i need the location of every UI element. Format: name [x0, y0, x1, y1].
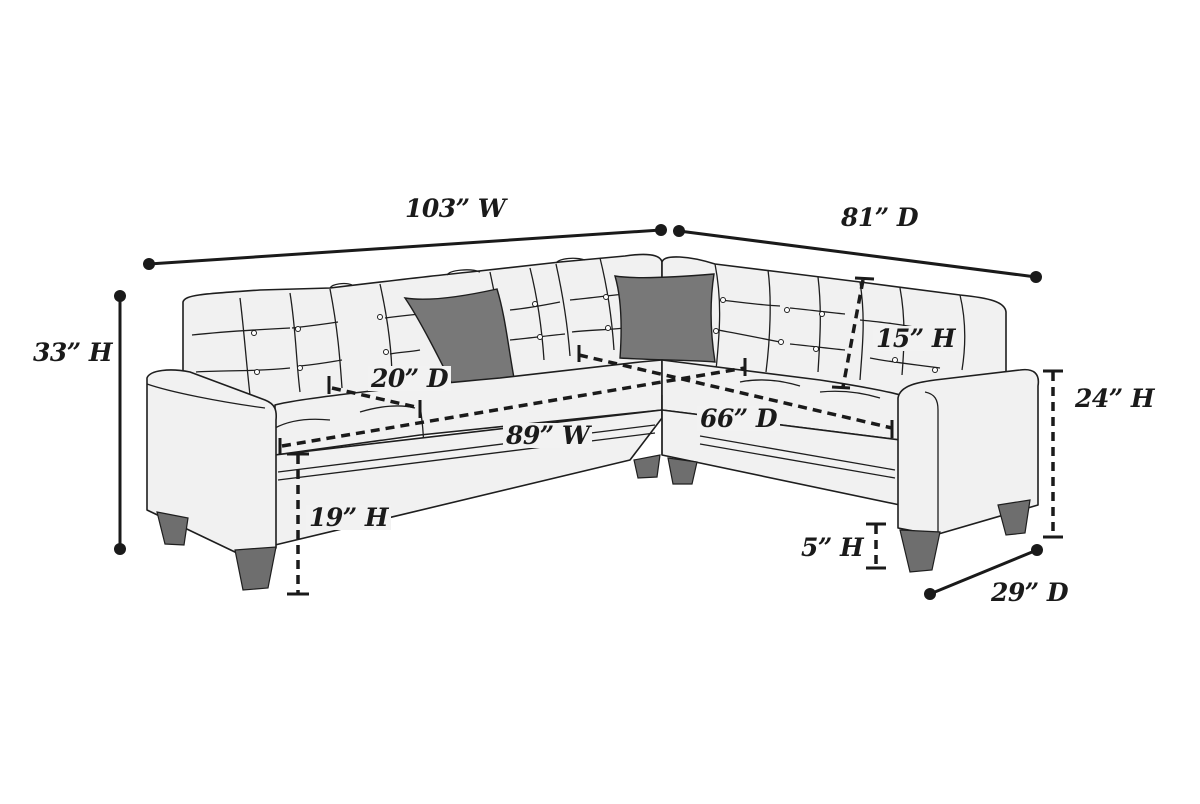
dimension-lines: [114, 224, 1043, 600]
back-height-label: 15” H: [873, 326, 958, 351]
arm-depth-label: 29” D: [988, 580, 1072, 605]
right-arm: [897, 368, 1040, 536]
sofa-legs: [156, 454, 1031, 591]
leg-height-label: 5” H: [798, 535, 867, 560]
overall-depth-label: 81” D: [838, 205, 922, 230]
right-backrest: [661, 256, 1007, 396]
leg-center-left: [633, 454, 661, 479]
overall-height-label: 33” H: [30, 340, 115, 365]
leg-back-right: [997, 499, 1031, 536]
dashed-dimension-lines: [278, 276, 1063, 596]
overall-width-label: 103” W: [402, 196, 509, 221]
seat-inner-depth-label: 66” D: [697, 406, 781, 431]
left-arm: [146, 369, 278, 554]
seat-width-label: 89” W: [503, 423, 593, 448]
right-accent-pillow: [614, 273, 716, 363]
arm-height-label: 24” H: [1072, 386, 1157, 411]
leg-back-left: [156, 511, 189, 546]
leg-center-right: [667, 457, 698, 485]
seat-depth-label: 20” D: [368, 366, 452, 391]
leg-front-right: [899, 529, 941, 573]
seat-height-label: 19” H: [306, 505, 391, 530]
leg-front-left: [234, 546, 277, 591]
